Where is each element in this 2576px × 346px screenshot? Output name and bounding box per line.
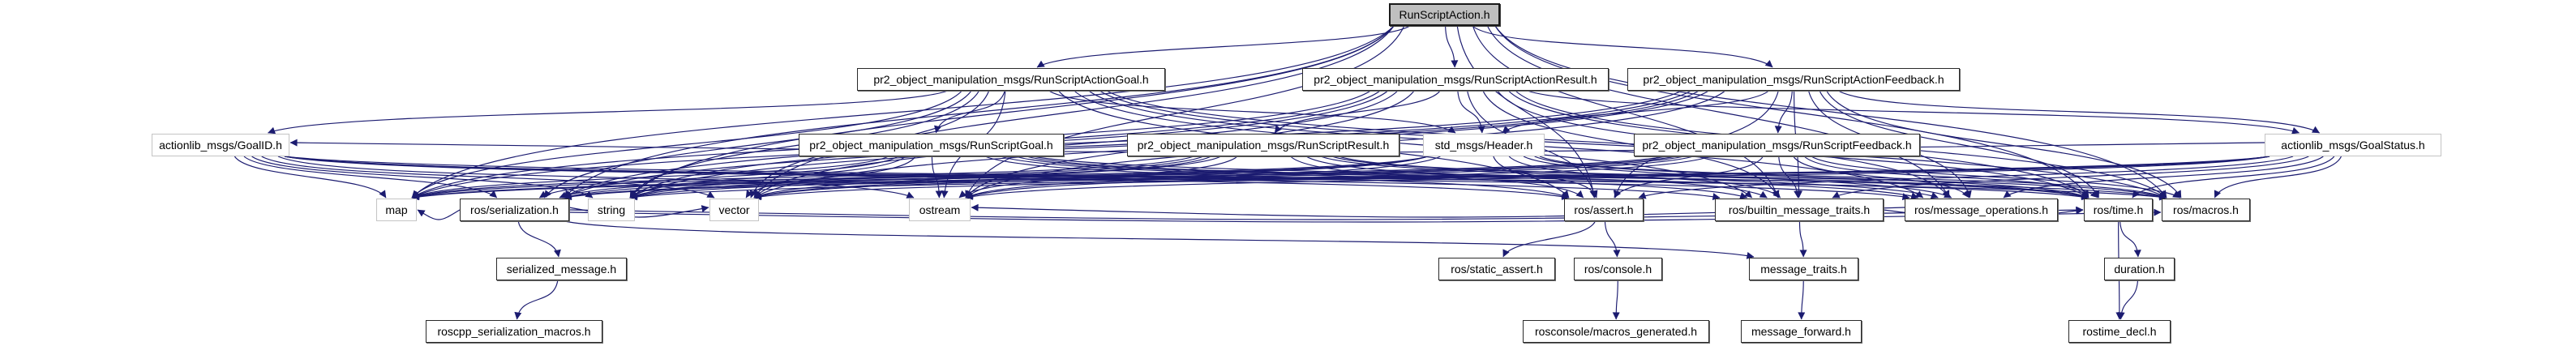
edge-run_script_result-map (411, 156, 1194, 199)
edge-action_result-goal_status (1527, 90, 2300, 135)
edge-run_script_result-serialization (559, 156, 1204, 199)
node-builtin_traits[interactable]: ros/builtin_message_traits.h (1715, 199, 1884, 221)
node-goal_id: actionlib_msgs/GoalID.h (152, 134, 289, 156)
edge-serialized_message-roscpp_serialization_macros (514, 280, 559, 320)
node-static_assert[interactable]: ros/static_assert.h (1438, 258, 1555, 280)
edge-run_script_action-builtin_traits (1472, 25, 1780, 199)
edge-run_script_result-time (1331, 156, 2090, 199)
edge-run_script_feedback-string (629, 156, 1684, 200)
node-macros[interactable]: ros/macros.h (2162, 199, 2250, 221)
node-std_header: std_msgs/Header.h (1423, 134, 1545, 156)
node-console[interactable]: ros/console.h (1574, 258, 1662, 280)
node-message_operations[interactable]: ros/message_operations.h (1905, 199, 2058, 221)
node-string: string (588, 199, 635, 221)
node-rostime_decl[interactable]: rostime_decl.h (2068, 320, 2171, 343)
edge-goal_status-builtin_traits (1832, 156, 2309, 199)
node-assert[interactable]: ros/assert.h (1564, 199, 1644, 221)
edge-run_script_feedback-builtin_traits (1778, 156, 1802, 199)
edge-run_script_feedback-assert (1614, 156, 1764, 199)
edge-console-rosconsole_macros (1612, 280, 1620, 320)
edge-run_script_goal-map (411, 156, 889, 199)
edge-goal_status-serialization (564, 156, 2270, 201)
edge-action_feedback-run_script_feedback (1774, 90, 1793, 134)
edge-run_script_action-string (629, 25, 1395, 199)
edge-run_script_feedback-macros (1811, 156, 2181, 199)
node-action_feedback[interactable]: pr2_object_manipulation_msgs/RunScriptAc… (1627, 68, 1960, 91)
edge-run_script_feedback-map (411, 156, 1667, 200)
edge-run_script_result-vector (753, 156, 1222, 199)
edge-action_feedback-macros (1826, 90, 2182, 199)
edge-goal_status-ostream (965, 156, 2270, 200)
edge-action_feedback-goal_status (1837, 90, 2320, 134)
node-ostream: ostream (909, 199, 971, 221)
node-run_script_action: RunScriptAction.h (1389, 3, 1500, 26)
edge-goal_id-map (234, 156, 387, 199)
edge-run_script_feedback-serialization (564, 156, 1677, 200)
edge-serialization-message_traits (564, 220, 1755, 259)
edge-builtin_traits-message_traits (1798, 220, 1807, 258)
edge-run_script_action-action_feedback (1472, 25, 1773, 68)
edge-action_goal-time (1099, 90, 2090, 199)
edge-run_script_result-macros (1338, 156, 2167, 199)
edge-goal_id-ostream (277, 156, 915, 199)
node-rosconsole_macros[interactable]: rosconsole/macros_generated.h (1523, 320, 1709, 343)
node-message_forward[interactable]: message_forward.h (1741, 320, 1862, 343)
edge-duration-rostime_decl (2117, 280, 2139, 320)
edge-goal_status-assert (1638, 156, 2294, 199)
edge-assert-static_assert (1502, 220, 1596, 258)
edge-run_script_goal-assert (984, 156, 1570, 199)
node-map: map (376, 199, 417, 221)
edge-action_result-std_header (1457, 90, 1485, 134)
node-run_script_result[interactable]: pr2_object_manipulation_msgs/RunScriptRe… (1127, 134, 1399, 156)
node-roscpp_serialization_macros[interactable]: roscpp_serialization_macros.h (426, 320, 602, 343)
node-serialization[interactable]: ros/serialization.h (460, 199, 569, 221)
edge-goal_status-message_operations (2003, 156, 2324, 199)
edge-action_goal-goal_id (268, 90, 949, 135)
edge-run_script_action-map (411, 25, 1395, 199)
node-duration[interactable]: duration.h (2104, 258, 2175, 280)
edge-serialization-map (417, 209, 461, 220)
edge-goal_status-time (2132, 156, 2335, 199)
edge-time-duration (2120, 220, 2141, 258)
node-action_goal[interactable]: pr2_object_manipulation_msgs/RunScriptAc… (857, 68, 1165, 91)
node-run_script_goal[interactable]: pr2_object_manipulation_msgs/RunScriptGo… (799, 134, 1064, 156)
node-time[interactable]: ros/time.h (2084, 199, 2153, 221)
node-run_script_feedback[interactable]: pr2_object_manipulation_msgs/RunScriptFe… (1634, 134, 1920, 156)
node-goal_status: actionlib_msgs/GoalStatus.h (2265, 134, 2441, 156)
edge-assert-console (1604, 220, 1621, 258)
node-vector: vector (709, 199, 759, 221)
edge-serialization-serialized_message (517, 220, 561, 258)
edge-run_script_action-action_goal (1036, 25, 1411, 68)
edge-run_script_feedback-message_operations (1793, 156, 1970, 199)
edge-action_result-run_script_result (1274, 90, 1441, 134)
edge-run_script_feedback-vector (753, 156, 1694, 200)
edge-run_script_action-serialization (564, 25, 1395, 199)
node-serialized_message[interactable]: serialized_message.h (496, 258, 627, 280)
edge-run_script_action-vector (753, 25, 1395, 199)
edge-run_script_action-ostream (965, 25, 1405, 199)
node-action_result[interactable]: pr2_object_manipulation_msgs/RunScriptAc… (1302, 68, 1609, 91)
edge-action_goal-map (411, 90, 962, 199)
edge-message_traits-message_forward (1798, 280, 1806, 320)
node-message_traits[interactable]: message_traits.h (1749, 258, 1858, 280)
edge-run_script_feedback-time (1803, 156, 2098, 199)
edge-run_script_action-action_result (1445, 25, 1459, 68)
edge-action_result-builtin_traits (1482, 90, 1780, 199)
edge-action_goal-std_header (1048, 90, 1456, 134)
edge-goal_status-macros (2214, 156, 2342, 199)
edge-run_script_action-time (1494, 25, 2090, 199)
edge-run_script_goal-serialization (538, 156, 898, 199)
